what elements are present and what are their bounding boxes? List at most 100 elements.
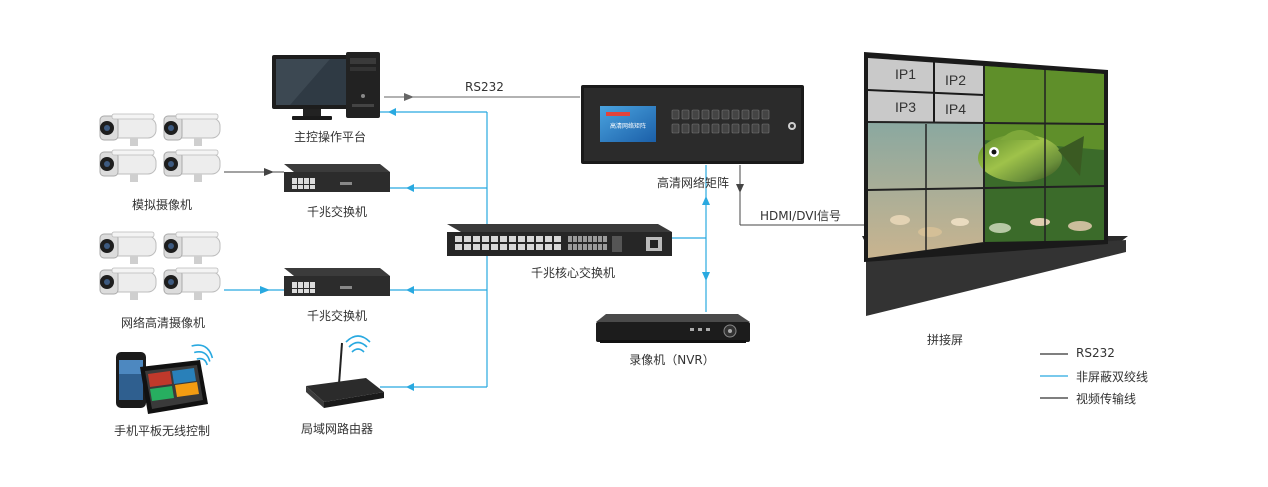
switch-bottom-label: 千兆交换机 bbox=[306, 309, 368, 323]
wifi-icon-router bbox=[345, 335, 371, 353]
camera-icon bbox=[163, 149, 221, 182]
matrix-button bbox=[731, 109, 740, 120]
matrix-button bbox=[671, 109, 680, 120]
matrix-button bbox=[741, 109, 750, 120]
sfp-port bbox=[588, 244, 592, 250]
core-switch-icon bbox=[447, 224, 672, 256]
sfp-port bbox=[593, 236, 597, 242]
camera-icon bbox=[99, 231, 157, 264]
core-switch-ports bbox=[455, 236, 607, 250]
router-label: 局域网路由器 bbox=[300, 422, 374, 436]
matrix-label: 高清网络矩阵 bbox=[656, 176, 730, 190]
sfp-port bbox=[573, 244, 577, 250]
switch-port bbox=[473, 236, 480, 242]
matrix-button bbox=[691, 109, 700, 120]
switch-port bbox=[500, 236, 507, 242]
sfp-port bbox=[598, 236, 602, 242]
sfp-port bbox=[583, 244, 587, 250]
switch-port bbox=[545, 244, 552, 250]
switch-port bbox=[464, 244, 471, 250]
wifi-icon-mobile bbox=[191, 344, 214, 366]
wall-cell-ip3: IP3 bbox=[895, 99, 917, 115]
camera-icon bbox=[163, 231, 221, 264]
matrix-button bbox=[761, 123, 770, 134]
rs232-label: RS232 bbox=[465, 80, 504, 94]
switch-port bbox=[491, 236, 498, 242]
switch-port bbox=[455, 236, 462, 242]
hdmi-dvi-label: HDMI/DVI信号 bbox=[760, 209, 841, 223]
phone-icon bbox=[116, 352, 146, 408]
video-wall-icon bbox=[862, 52, 1128, 316]
switch-port bbox=[464, 236, 471, 242]
switch-top-label: 千兆交换机 bbox=[306, 205, 368, 219]
nvr-icon bbox=[596, 314, 750, 343]
matrix-button bbox=[731, 123, 740, 134]
switch-port bbox=[554, 244, 561, 250]
wall-cell-ip2: IP2 bbox=[945, 72, 967, 88]
switch-port bbox=[509, 236, 516, 242]
console-label: 主控操作平台 bbox=[293, 130, 367, 144]
sfp-port bbox=[568, 236, 572, 242]
switch-port bbox=[527, 244, 534, 250]
switch-port bbox=[473, 244, 480, 250]
sfp-port bbox=[603, 244, 607, 250]
console-platform bbox=[272, 52, 380, 120]
matrix-button bbox=[681, 123, 690, 134]
matrix-button bbox=[751, 109, 760, 120]
sfp-port bbox=[598, 244, 602, 250]
switch-port bbox=[491, 244, 498, 250]
router-icon bbox=[306, 342, 384, 408]
sfp-port bbox=[593, 244, 597, 250]
switch-port bbox=[455, 244, 462, 250]
matrix-button bbox=[721, 123, 730, 134]
switch-port bbox=[554, 236, 561, 242]
analog-camera-label: 模拟摄像机 bbox=[131, 198, 193, 212]
legend-lines bbox=[1040, 353, 1068, 399]
switch-port bbox=[536, 236, 543, 242]
tablet-icon bbox=[140, 360, 208, 414]
matrix-button bbox=[721, 109, 730, 120]
legend-video: 视频传输线 bbox=[1076, 392, 1137, 406]
sfp-port bbox=[603, 236, 607, 242]
sfp-port bbox=[583, 236, 587, 242]
switch-port bbox=[500, 244, 507, 250]
matrix-screen-text: 高清网络矩阵 bbox=[610, 122, 646, 130]
switch-port bbox=[518, 236, 525, 242]
switch-port bbox=[482, 236, 489, 242]
switch-port bbox=[482, 244, 489, 250]
sfp-port bbox=[573, 236, 577, 242]
camera-icon bbox=[163, 113, 221, 146]
mobile-label: 手机平板无线控制 bbox=[113, 424, 211, 438]
camera-icon bbox=[163, 267, 221, 300]
wall-cell-ip4: IP4 bbox=[945, 101, 967, 117]
switch-port bbox=[545, 236, 552, 242]
matrix-button bbox=[691, 123, 700, 134]
sfp-port bbox=[578, 244, 582, 250]
pc-tower-icon bbox=[346, 52, 380, 118]
switch-port bbox=[536, 244, 543, 250]
matrix-button bbox=[741, 123, 750, 134]
camera-icon bbox=[99, 149, 157, 182]
switch-port bbox=[527, 236, 534, 242]
camera-icon bbox=[99, 113, 157, 146]
switch-port bbox=[509, 244, 516, 250]
cameras-group bbox=[99, 113, 221, 300]
video-wall-label: 拼接屏 bbox=[926, 333, 964, 347]
matrix-icon bbox=[581, 85, 804, 164]
matrix-button bbox=[711, 109, 720, 120]
matrix-button bbox=[701, 109, 710, 120]
nvr-label: 录像机（NVR） bbox=[629, 353, 715, 367]
sfp-port bbox=[568, 244, 572, 250]
sfp-port bbox=[578, 236, 582, 242]
core-switch-label: 千兆核心交换机 bbox=[530, 266, 616, 280]
matrix-buttons bbox=[671, 109, 770, 134]
matrix-button bbox=[761, 109, 770, 120]
matrix-button bbox=[701, 123, 710, 134]
matrix-button bbox=[751, 123, 760, 134]
camera-icon bbox=[99, 267, 157, 300]
legend-rs232: RS232 bbox=[1076, 346, 1115, 360]
matrix-button bbox=[671, 123, 680, 134]
monitor-icon bbox=[272, 55, 352, 120]
